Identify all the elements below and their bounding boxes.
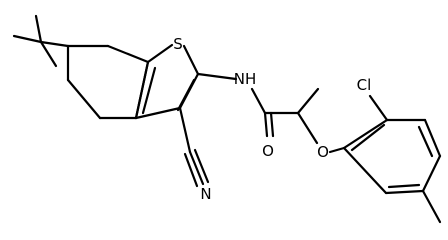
bond [196,72,238,81]
atom-label-cl: Cl [357,76,372,94]
bond [193,148,210,184]
bond [421,154,442,193]
bonds [12,14,442,224]
bond [423,118,442,158]
bond [263,111,269,138]
bond [39,40,70,48]
bond [328,146,346,154]
bond [182,44,200,76]
bond [387,183,421,189]
bond [250,87,267,115]
atom-labels: S NH N O O Cl [173,35,371,203]
bond [296,111,319,145]
bond [176,78,196,112]
bond [368,94,389,122]
bond [141,66,157,115]
bond [178,106,192,154]
bond [342,118,389,150]
bond [146,43,174,64]
chemical-structure-diagram: S NH N O O Cl [12,14,442,224]
bond [188,150,205,186]
bond [12,34,43,44]
bond [417,125,434,158]
atom-label-o-carbonyl: O [262,142,274,160]
bond [66,78,102,120]
atom-label-nh: NH [234,70,257,88]
bond [39,40,58,68]
bond [269,111,275,138]
bond [106,44,150,64]
bond [342,146,388,195]
bond [350,123,386,152]
atom-label-s: S [173,35,183,53]
bond [421,189,442,224]
bond [384,189,425,195]
bond [34,14,43,44]
bond [296,87,320,115]
atom-label-o-ether: O [317,143,329,161]
atom-label-n: N [200,185,211,203]
bond [134,60,150,120]
bond [134,106,182,120]
bond [183,152,199,188]
